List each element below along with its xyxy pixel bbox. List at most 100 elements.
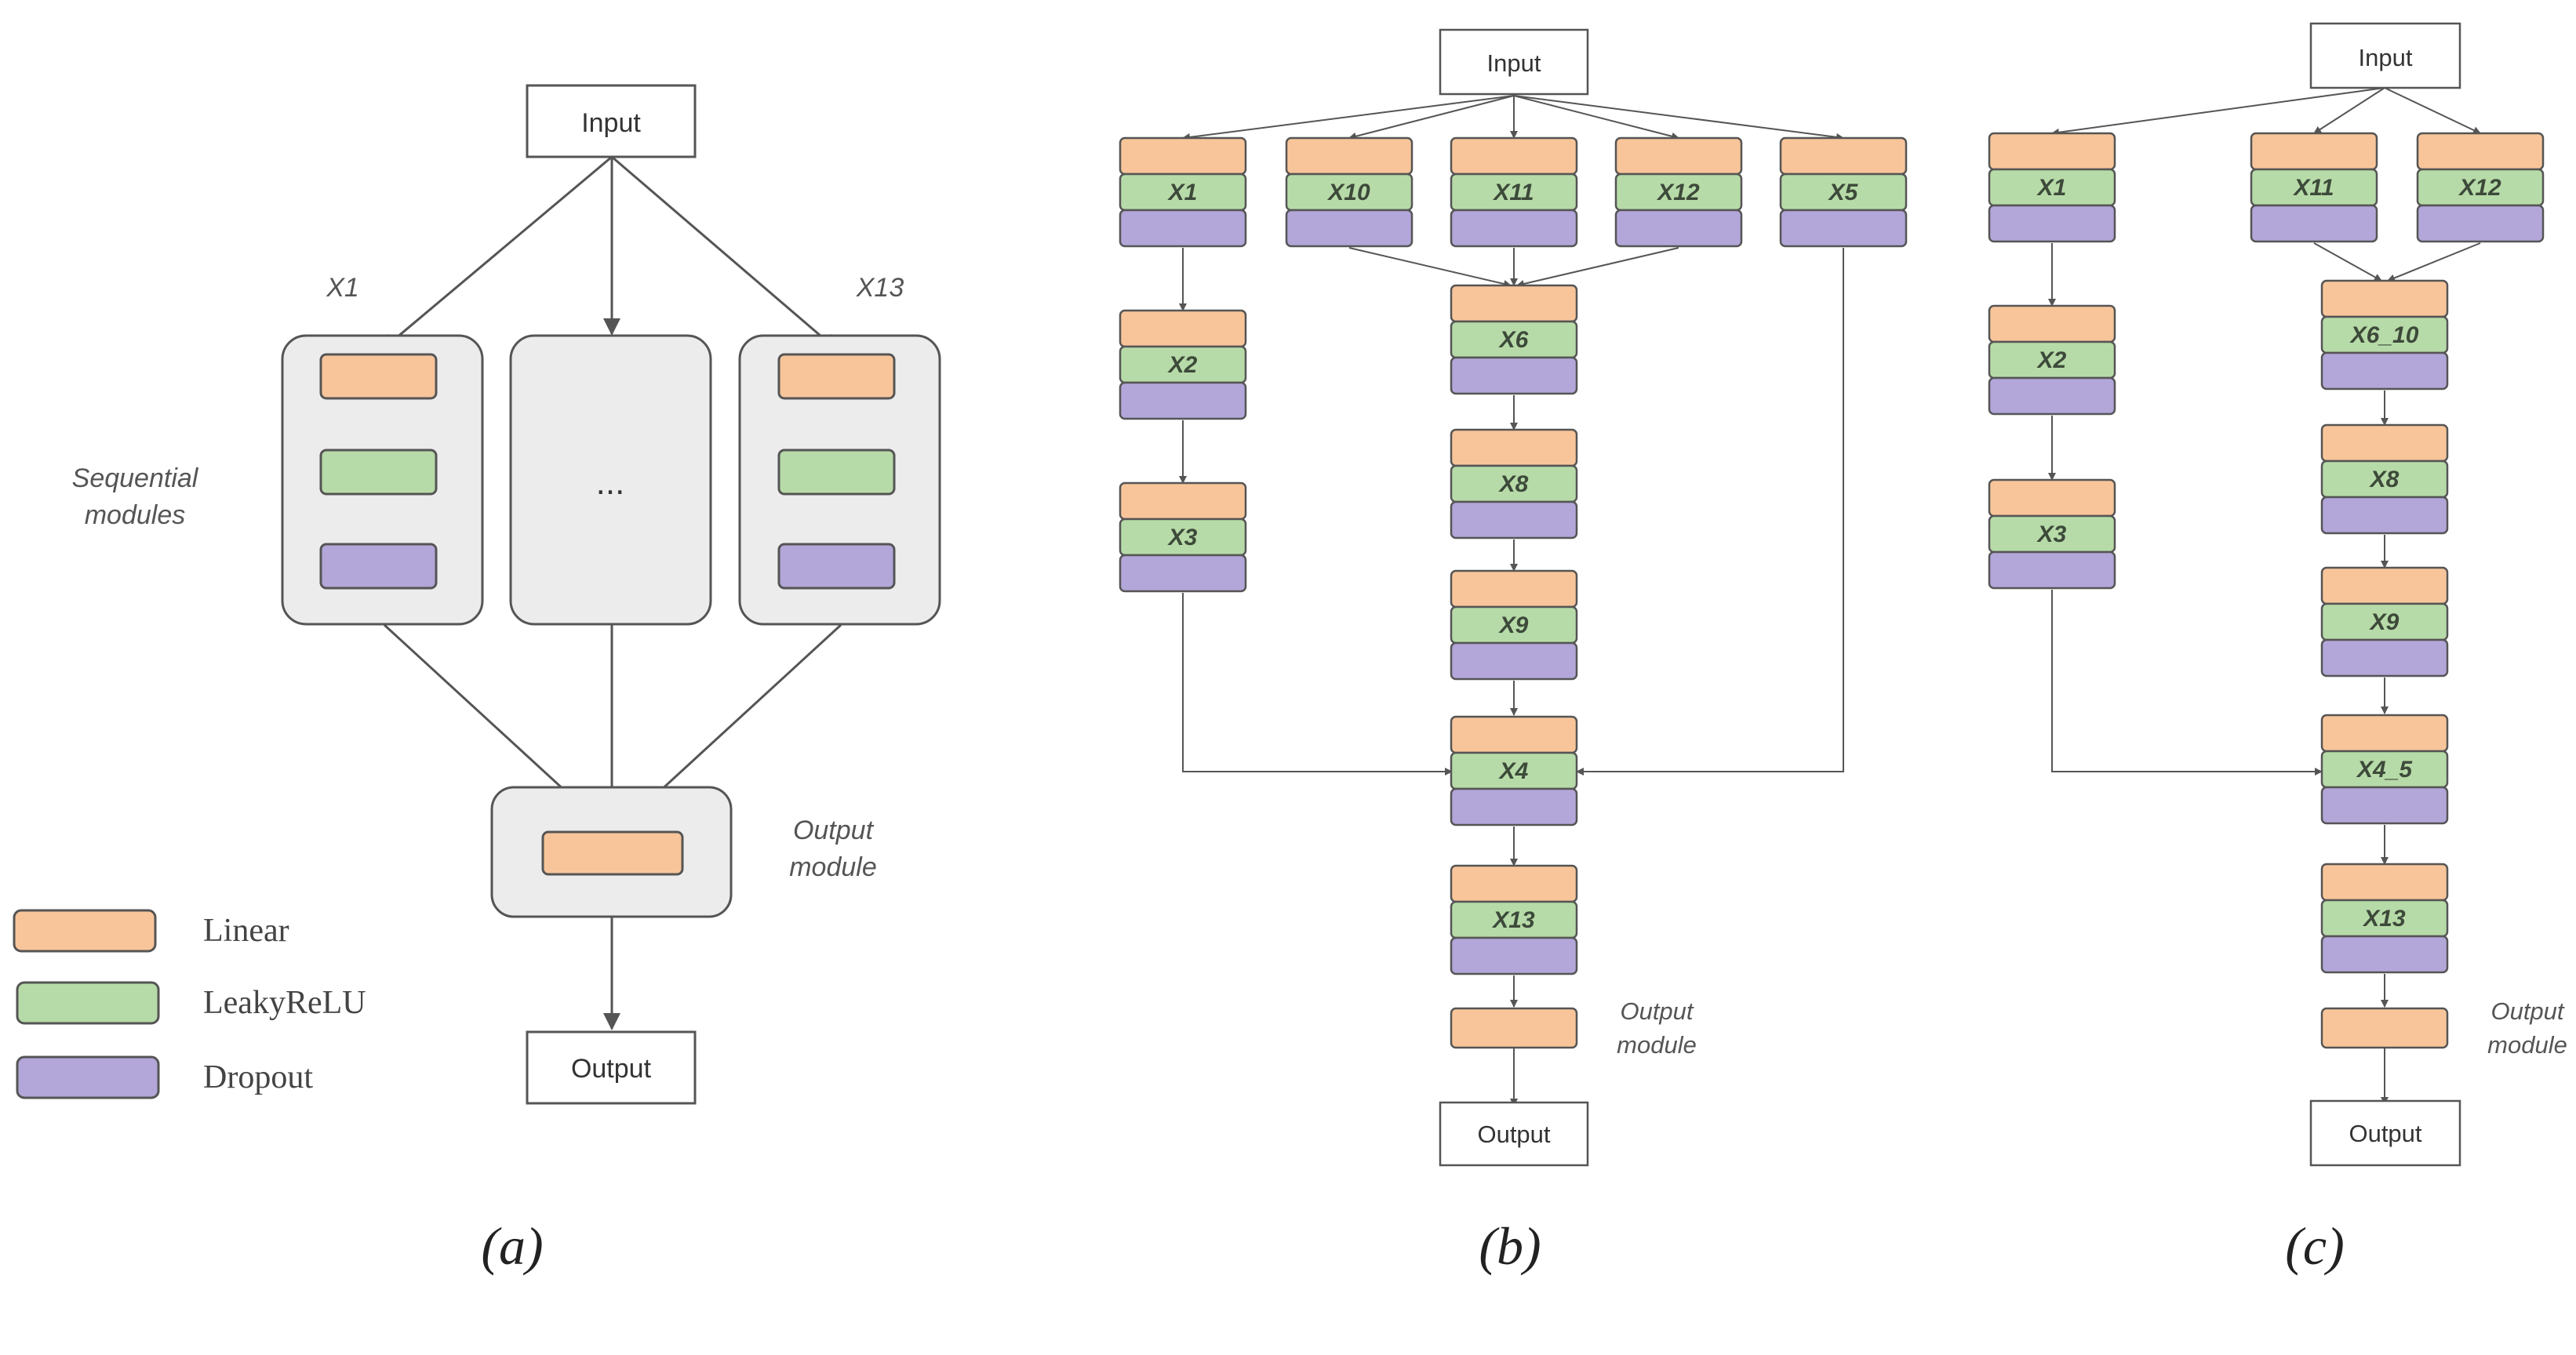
module-dropout-layer [2320,638,2449,678]
module-dropout-layer [1450,209,1578,248]
panel-c-module-x4-5: X4_5 [2320,714,2449,825]
panel-b-module-x8: X8 [1450,428,1578,539]
module-dropout-layer [1450,641,1578,681]
legend-leakyrelu-label: LeakyReLU [203,985,366,1021]
module-linear-layer [1988,304,2116,343]
panel-c-module-x8: X8 [2320,423,2449,535]
module-label: X2 [2036,347,2067,373]
module-dropout-layer [1119,554,1247,593]
panel-c-module-x11: X11 [2250,132,2378,243]
module-dropout-layer [1988,204,2116,243]
module-linear-layer [1119,481,1247,521]
module-dropout-layer [2320,351,2449,391]
legend: Linear LeakyReLU Dropout [13,909,366,1099]
panel-b-module-x13: X13 [1450,864,1578,975]
panel-a-output-linear [541,830,684,876]
legend-dropout-label: Dropout [203,1059,313,1095]
module-linear-layer [2320,863,2449,902]
panel-b-output-linear [1450,1007,1578,1049]
panel-c-caption: (c) [2285,1216,2344,1276]
module-dropout-layer [1614,209,1743,248]
module-linear-layer [1779,136,1908,176]
panel-a-x1-leakyrelu [319,449,438,496]
module-dropout-layer [1779,209,1908,248]
panel-b-edges [1179,95,1844,1106]
module-linear-layer [1988,478,2116,518]
panel-a-sequential-label-2: modules [85,500,186,530]
module-dropout-layer [2416,204,2545,243]
panel-b-module-x9: X9 [1450,569,1578,681]
panel-a-output-box [526,1030,697,1105]
panel-c-module-x3: X3 [1988,478,2116,590]
module-linear-layer [1450,428,1578,467]
module-linear-layer [2416,132,2545,171]
panel-b-module-x12: X12 [1614,136,1743,248]
panel-c-module-x6-10: X6_10 [2320,279,2449,391]
module-dropout-layer [1988,550,2116,590]
panel-a-output-module-label-1: Output [793,816,875,845]
module-label: X9 [1498,612,1529,638]
panel-a-output-module-label-2: module [789,852,877,882]
panel-c-output-box [2309,1099,2461,1167]
panel-b-module-x11: X11 [1450,136,1578,248]
module-dropout-layer [1285,209,1414,248]
module-label: X11 [1492,180,1534,205]
panel-c-module-x12: X12 [2416,132,2545,243]
module-linear-layer [2250,132,2378,171]
panel-a-x13-linear [777,353,896,400]
panel-b-output-module-label-2: module [1617,1031,1697,1059]
module-linear-layer [2320,566,2449,605]
panel-c-input-box [2309,22,2461,89]
module-linear-layer [1988,132,2116,171]
legend-linear-label: Linear [203,913,289,949]
panel-b-module-x4: X4 [1450,715,1578,826]
panel-b-input-box [1439,28,1589,96]
module-linear-layer [1614,136,1743,176]
module-label: X6 [1498,327,1529,353]
module-label: X13 [2362,906,2406,932]
panel-a-ellipsis: ... [596,463,625,502]
module-label: X3 [1167,525,1198,550]
panel-c-edges [2048,87,2481,1105]
module-label: X1 [1167,180,1198,205]
panel-c-output-label: Output [2349,1120,2421,1147]
module-label: X6_10 [2349,322,2419,348]
module-dropout-layer [1119,381,1247,420]
module-dropout-layer [1450,936,1578,975]
panel-a-x1-linear [319,353,438,400]
legend-leakyrelu-swatch [16,981,160,1025]
legend-linear-swatch [13,909,157,953]
module-dropout-layer [1119,209,1247,248]
module-label: X3 [2036,521,2067,547]
panel-c-output-module-label-1: Output [2490,997,2564,1025]
module-label: X9 [2369,609,2400,635]
module-linear-layer [1119,309,1247,348]
panel-a-caption: (a) [481,1216,543,1276]
panel-b-module-x3: X3 [1119,481,1247,593]
module-linear-layer [2320,279,2449,318]
module-label: X8 [2369,467,2400,492]
panel-a-input-box [526,84,697,158]
panel-c-module-x9: X9 [2320,566,2449,678]
panel-b-module-x2: X2 [1119,309,1247,420]
panel-b-module-x10: X10 [1285,136,1414,248]
panel-c-input-label: Input [2359,44,2413,71]
panel-b-input-label: Input [1487,49,1541,77]
module-label: X4 [1498,758,1529,784]
module-linear-layer [1119,136,1247,176]
panel-a: Input Output ... X1 X13 Sequential modul… [13,84,941,1276]
panel-a-x13-label: X13 [856,273,904,303]
panel-b-module-x6: X6 [1450,284,1578,395]
panel-b-output-label: Output [1477,1121,1550,1148]
panel-b-output-module-label-1: Output [1620,997,1694,1025]
module-dropout-layer [2320,496,2449,535]
module-label: X11 [2292,175,2334,201]
panel-c-output-module-label-2: module [2487,1031,2567,1059]
panel-b-output-box [1439,1101,1589,1167]
module-label: X4_5 [2356,757,2413,783]
module-dropout-layer [1450,500,1578,539]
module-dropout-layer [2320,786,2449,825]
module-label: X12 [2458,175,2501,201]
